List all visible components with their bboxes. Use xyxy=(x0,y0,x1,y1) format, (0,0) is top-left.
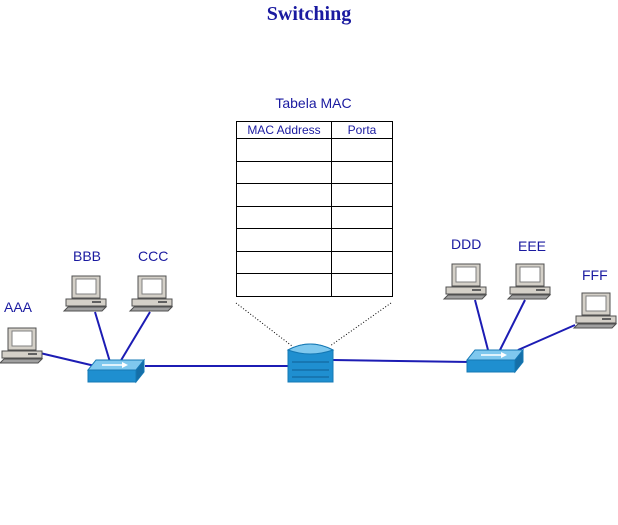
mac-cell xyxy=(236,228,332,252)
mac-cell xyxy=(236,160,332,184)
mac-table-header-row: MAC Address Porta xyxy=(236,121,393,139)
computer-ddd-icon xyxy=(443,263,487,300)
mac-cell xyxy=(236,183,332,207)
table-row xyxy=(236,228,393,252)
host-label-ddd: DDD xyxy=(451,236,482,252)
link-fff-switch xyxy=(517,324,576,351)
table-row xyxy=(236,273,393,297)
computer-fff-icon xyxy=(573,292,617,329)
link-eee-switch xyxy=(499,299,526,351)
core-switch-icon xyxy=(286,343,335,383)
computer-ccc-icon xyxy=(129,275,173,312)
table-row xyxy=(236,160,393,184)
table-row xyxy=(236,183,393,207)
link-core-switch-right xyxy=(332,359,471,363)
port-cell xyxy=(331,250,393,274)
link-ccc-switch xyxy=(119,311,151,363)
host-label-aaa: AAA xyxy=(4,299,33,315)
mac-address-header: MAC Address xyxy=(236,121,332,139)
mac-table: MAC Address Porta xyxy=(236,121,393,297)
diagram-title: Switching xyxy=(266,3,352,25)
link-bbb-switch xyxy=(94,311,111,363)
computer-aaa-icon xyxy=(0,327,43,364)
computer-bbb-icon xyxy=(63,275,107,312)
port-cell xyxy=(331,183,393,207)
link-ddd-switch xyxy=(474,299,489,351)
table-row xyxy=(236,205,393,229)
switch-right-icon xyxy=(466,349,524,373)
port-cell xyxy=(331,138,393,162)
mac-cell xyxy=(236,138,332,162)
host-label-bbb: BBB xyxy=(73,248,102,264)
table-callout-lines xyxy=(235,302,392,347)
table-row xyxy=(236,138,393,162)
port-cell xyxy=(331,273,393,297)
mac-cell xyxy=(236,205,332,229)
mac-table-title: Tabela MAC xyxy=(275,95,352,111)
port-header: Porta xyxy=(331,121,393,139)
link-aaa-switch xyxy=(39,352,96,367)
table-row xyxy=(236,250,393,274)
network-links xyxy=(39,299,576,367)
port-cell xyxy=(331,228,393,252)
mac-cell xyxy=(236,250,332,274)
host-label-ccc: CCC xyxy=(138,248,169,264)
switch-left-icon xyxy=(87,359,145,383)
port-cell xyxy=(331,160,393,184)
computer-eee-icon xyxy=(507,263,551,300)
port-cell xyxy=(331,205,393,229)
host-label-fff: FFF xyxy=(582,267,608,283)
mac-cell xyxy=(236,273,332,297)
host-label-eee: EEE xyxy=(518,238,547,254)
